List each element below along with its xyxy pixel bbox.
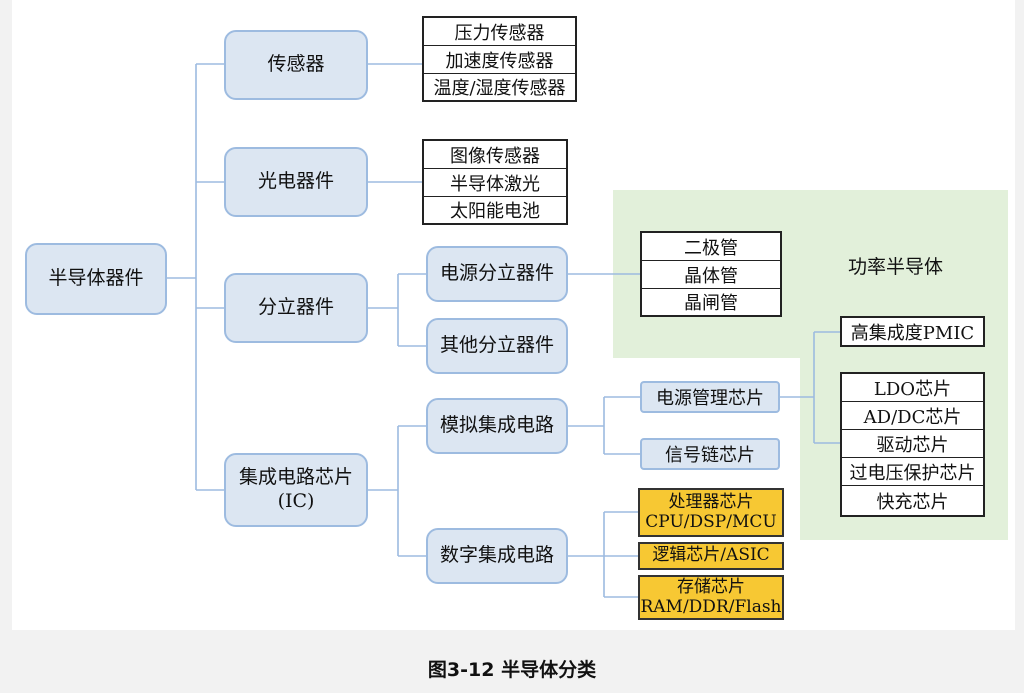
sensor-items-stack: 压力传感器 加速度传感器 温度/湿度传感器 — [422, 16, 577, 102]
opto-item: 图像传感器 — [424, 141, 566, 169]
logic-chip-label: 逻辑芯片/ASIC — [652, 545, 770, 566]
processor-chip-line2: CPU/DSP/MCU — [645, 511, 777, 532]
opto-items-stack: 图像传感器 半导体激光 太阳能电池 — [422, 139, 568, 225]
power-discrete-item: 晶体管 — [642, 261, 780, 289]
storage-chip-node: 存储芯片 RAM/DDR/Flash — [638, 575, 784, 620]
processor-chip-line1: 处理器芯片 — [668, 491, 754, 512]
root-node: 半导体器件 — [25, 243, 167, 315]
digital-ic-node: 数字集成电路 — [426, 528, 568, 584]
storage-chip-line2: RAM/DDR/Flash — [640, 596, 782, 617]
other-discrete-node: 其他分立器件 — [426, 318, 568, 374]
power-discrete-node: 电源分立器件 — [426, 246, 568, 302]
ic-node: 集成电路芯片 (IC) — [224, 453, 368, 527]
analog-ic-node: 模拟集成电路 — [426, 398, 568, 454]
diagram-canvas: 功率半导体 — [12, 0, 1015, 630]
optoelectronic-node: 光电器件 — [224, 147, 368, 217]
logic-chip-node: 逻辑芯片/ASIC — [638, 542, 784, 570]
signal-chain-chip-node: 信号链芯片 — [640, 438, 780, 470]
discrete-node: 分立器件 — [224, 273, 368, 343]
sensor-item: 加速度传感器 — [424, 46, 575, 74]
pmic-box: 高集成度PMIC — [840, 316, 985, 347]
pm-items-stack: LDO芯片 AD/DC芯片 驱动芯片 过电压保护芯片 快充芯片 — [840, 372, 985, 517]
ic-node-line2: (IC) — [277, 490, 315, 512]
pm-item: LDO芯片 — [842, 374, 983, 402]
sensor-item: 温度/湿度传感器 — [433, 78, 566, 99]
power-discrete-items-stack: 二极管 晶体管 晶闸管 — [640, 231, 782, 317]
power-management-chip-node: 电源管理芯片 — [640, 381, 780, 413]
opto-item: 半导体激光 — [424, 169, 566, 197]
figure-caption: 图3-12 半导体分类 — [427, 659, 597, 681]
sensor-node: 传感器 — [224, 30, 368, 100]
power-semiconductor-label: 功率半导体 — [848, 256, 944, 278]
storage-chip-line1: 存储芯片 — [677, 576, 745, 597]
processor-chip-node: 处理器芯片 CPU/DSP/MCU — [638, 488, 784, 537]
pm-item: 驱动芯片 — [842, 430, 983, 458]
ic-node-line1: 集成电路芯片 — [238, 466, 353, 489]
sensor-item: 压力传感器 — [424, 18, 575, 46]
connector-lines — [167, 63, 840, 598]
opto-item: 太阳能电池 — [450, 201, 540, 222]
pm-item: AD/DC芯片 — [842, 402, 983, 430]
power-discrete-item: 晶闸管 — [684, 293, 738, 314]
pm-item: 过电压保护芯片 — [842, 458, 983, 486]
pmic-item: 高集成度PMIC — [850, 322, 975, 344]
power-discrete-item: 二极管 — [642, 233, 780, 261]
pm-item: 快充芯片 — [876, 491, 949, 513]
